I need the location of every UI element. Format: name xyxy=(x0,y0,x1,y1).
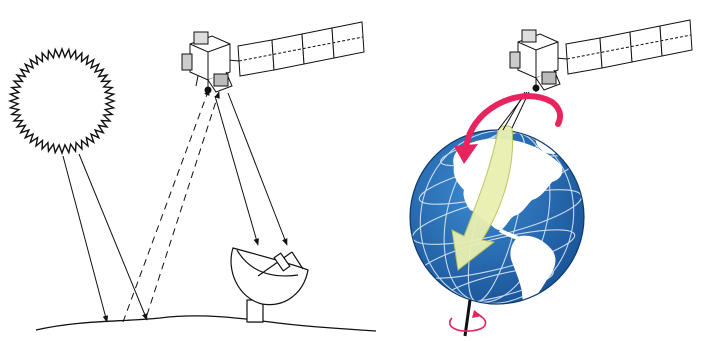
satellite-body xyxy=(510,30,560,92)
receiving-dish-icon xyxy=(231,248,308,322)
sunlight-ray xyxy=(63,156,107,322)
ground-line xyxy=(36,316,376,331)
downlink-ray xyxy=(228,93,287,245)
satellite-icon xyxy=(510,20,692,92)
left-panel xyxy=(10,22,376,331)
downlink-ray xyxy=(215,96,258,245)
solar-panel xyxy=(556,20,692,74)
reflected-ray xyxy=(123,89,209,322)
solar-panel xyxy=(228,22,364,76)
satellite-icon xyxy=(182,22,364,94)
reflected-ray xyxy=(147,92,219,315)
satellite-body xyxy=(182,32,232,94)
sun-icon xyxy=(10,49,114,153)
right-panel xyxy=(402,20,692,336)
sunlight-ray xyxy=(79,154,147,320)
